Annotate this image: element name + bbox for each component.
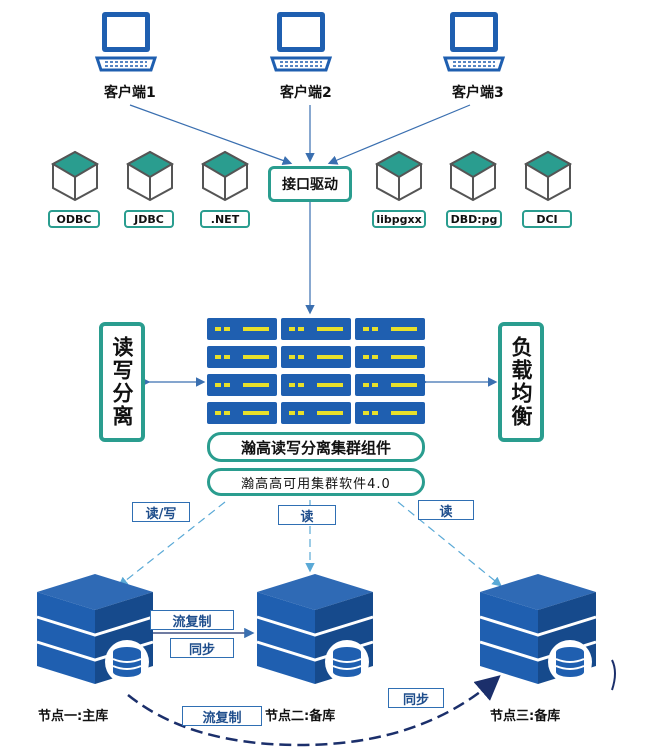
driver-cube-dbdpg: [448, 150, 498, 204]
driver-tag-net: .NET: [200, 210, 250, 228]
laptop-icon: [269, 12, 333, 72]
driver-cube-dci: [523, 150, 573, 204]
node-label-2: 节点二:备库: [265, 709, 336, 724]
laptop-icon: [442, 12, 506, 72]
node-label-3: 节点三:备库: [490, 709, 561, 724]
cube-icon: [125, 150, 175, 202]
driver-tag-jdbc: JDBC: [124, 210, 174, 228]
cluster-software-pill: 瀚高高可用集群软件4.0: [207, 468, 425, 496]
client-laptop-2: [268, 10, 334, 74]
client-label-1: 客户端1: [104, 85, 156, 101]
node-server-3: [478, 572, 598, 687]
client-label-3: 客户端3: [452, 85, 504, 101]
server-rack-icon: [207, 318, 425, 424]
cube-icon: [374, 150, 424, 202]
cube-icon: [50, 150, 100, 202]
driver-cube-libpgxx: [374, 150, 424, 204]
read-label-right: 读: [418, 500, 474, 520]
driver-tag-dbdpg: DBD:pg: [446, 210, 502, 228]
sync-label-bottom: 同步: [388, 688, 444, 708]
read-label-center: 读: [278, 505, 336, 525]
cube-icon: [200, 150, 250, 202]
driver-cube-odbc: [50, 150, 100, 204]
cube-icon: [523, 150, 573, 202]
sync-label-top: 同步: [170, 638, 234, 658]
interface-driver-box: 接口驱动: [268, 166, 352, 202]
load-balancing-box: 负载均衡: [498, 322, 544, 442]
stream-replication-label-bottom: 流复制: [182, 706, 262, 726]
driver-tag-odbc: ODBC: [48, 210, 100, 228]
client-laptop-3: [441, 10, 507, 74]
driver-cube-net: [200, 150, 250, 204]
client-label-2: 客户端2: [280, 85, 332, 101]
db-server-icon: [36, 574, 154, 684]
node-server-1: [35, 572, 155, 687]
stream-replication-label-top: 流复制: [150, 610, 234, 630]
driver-cube-jdbc: [125, 150, 175, 204]
client-laptop-1: [93, 10, 159, 74]
read-write-label: 读/写: [132, 502, 190, 522]
read-write-separation-box: 读写分离: [99, 322, 145, 442]
cluster-component-pill: 瀚高读写分离集群组件: [207, 432, 425, 462]
node-label-1: 节点一:主库: [38, 709, 109, 724]
db-server-icon: [479, 574, 597, 684]
server-rack-cluster: [207, 318, 425, 424]
laptop-icon: [94, 12, 158, 72]
cube-icon: [448, 150, 498, 202]
db-server-icon: [256, 574, 374, 684]
node-server-2: [255, 572, 375, 687]
driver-tag-dci: DCI: [522, 210, 572, 228]
driver-tag-libpgxx: libpgxx: [372, 210, 426, 228]
